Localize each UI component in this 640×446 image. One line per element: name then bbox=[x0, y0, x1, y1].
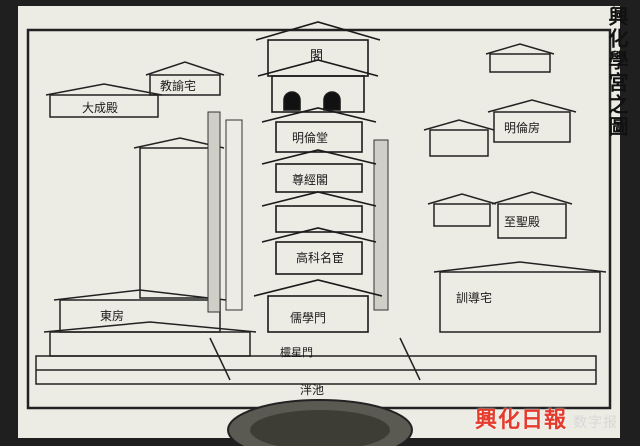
label-left-hall: 大成殿 bbox=[82, 101, 118, 115]
label-pan-chi: 泮池 bbox=[300, 383, 324, 397]
watermark-brand: 興化日報 bbox=[474, 408, 567, 433]
watermark-sub: 数字报 bbox=[573, 415, 618, 431]
label-dong-fang: 東房 bbox=[100, 308, 124, 323]
front-gate-wall bbox=[35, 337, 597, 385]
label-ge-top: 閣 bbox=[310, 49, 323, 64]
paper-page bbox=[18, 6, 620, 438]
right-wing bbox=[423, 43, 607, 333]
newspaper-watermark: 興化日報数字报 bbox=[475, 402, 618, 434]
label-ming-lun: 明倫堂 bbox=[292, 131, 328, 145]
label-ru-xue: 儒學門 bbox=[290, 311, 326, 325]
map-title: 興化學宮之圖 bbox=[605, 6, 629, 138]
label-zhi-sheng: 至聖殿 bbox=[504, 215, 540, 229]
label-gao-ke: 高科名宦 bbox=[296, 250, 344, 265]
label-jiao-yu: 教諭宅 bbox=[160, 78, 196, 93]
pan-pond bbox=[227, 399, 413, 446]
label-xun-dao: 訓導宅 bbox=[456, 290, 492, 305]
column-strips bbox=[207, 111, 389, 313]
label-ming-lun-2: 明倫房 bbox=[504, 120, 540, 135]
label-zun-jing: 尊經閣 bbox=[292, 172, 328, 187]
label-gate-left: 欞星門 bbox=[280, 345, 313, 359]
central-pagoda bbox=[253, 21, 383, 333]
